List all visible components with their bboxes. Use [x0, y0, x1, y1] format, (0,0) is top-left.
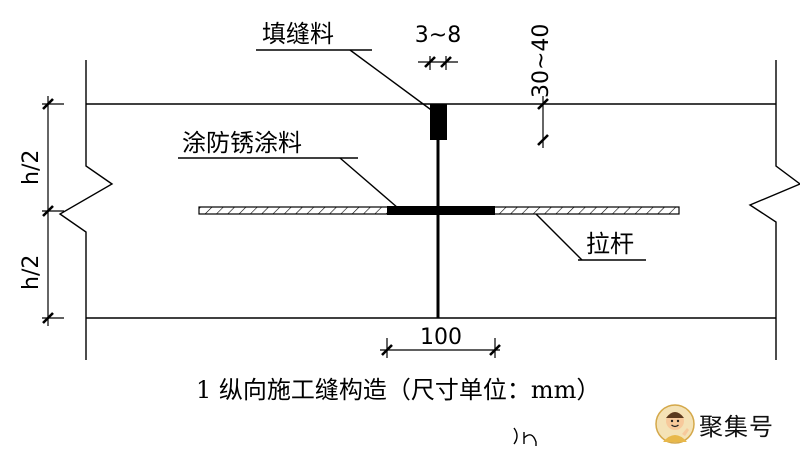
right-break-line — [748, 60, 800, 360]
half-depth-top-label: h/2 — [19, 150, 44, 185]
tie-bar-leader-line — [535, 213, 583, 261]
depth-tick-bottom — [42, 312, 54, 324]
joint-filler-block — [430, 104, 447, 140]
left-break-line — [58, 60, 114, 360]
filler-depth-tick-top — [537, 98, 549, 110]
coated-length-tick-right — [489, 344, 501, 356]
depth-tick-mid — [42, 205, 54, 217]
cropped-text-fragment — [513, 427, 537, 446]
gap-width-label: 3~8 — [415, 23, 461, 48]
coated-length-tick-left — [381, 344, 393, 356]
figure-caption: 1 纵向施工缝构造（尺寸单位：mm） — [196, 376, 600, 404]
tie-bar-label: 拉杆 — [586, 230, 634, 258]
anti-rust-leader-line — [339, 157, 399, 209]
anti-rust-coating-segment — [387, 206, 495, 215]
anti-rust-label: 涂防锈涂料 — [182, 129, 302, 157]
coated-length-label: 100 — [420, 325, 462, 350]
watermark-text: 聚集号 — [699, 412, 774, 441]
filler-leader-line — [349, 49, 435, 113]
filler-depth-label: 30~40 — [529, 24, 554, 98]
half-depth-bottom-label: h/2 — [19, 255, 44, 290]
filler-depth-tick-bottom — [537, 134, 549, 146]
gap-tick-left — [424, 56, 436, 68]
depth-tick-top — [42, 98, 54, 110]
filler-label: 填缝料 — [262, 20, 334, 48]
gap-tick-right — [440, 56, 452, 68]
smiling-avatar-icon — [655, 404, 695, 444]
watermark: 聚集号 — [655, 404, 774, 444]
